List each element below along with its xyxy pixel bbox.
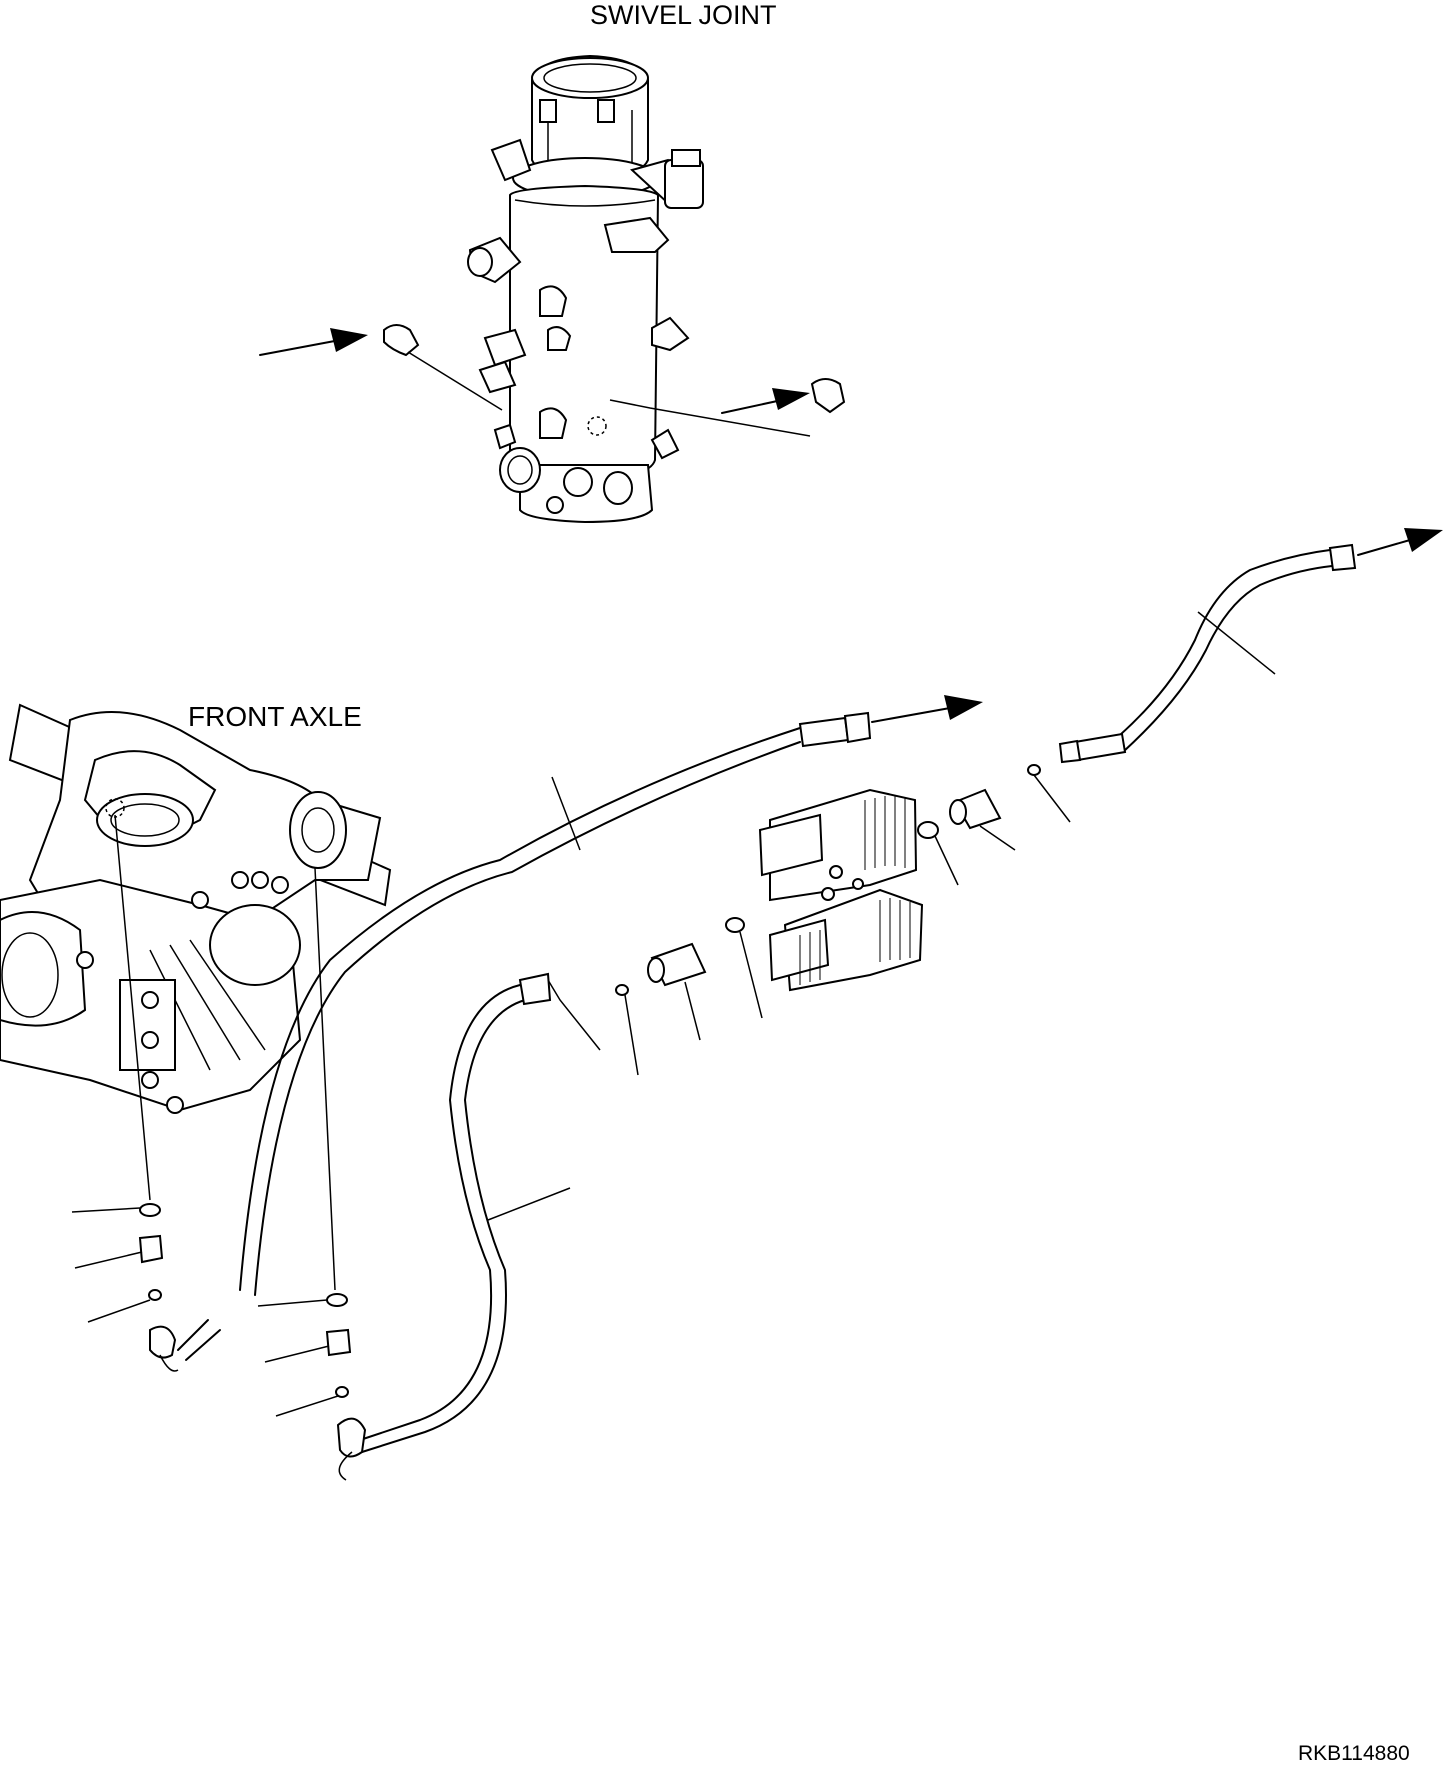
flow-arrow-swivel-in xyxy=(259,328,368,356)
flow-arrow-swivel-out xyxy=(721,388,810,414)
flow-arrow-hose-right xyxy=(1357,528,1443,556)
front-axle-label: FRONT AXLE xyxy=(188,701,362,732)
flow-arrow-hose-upper xyxy=(871,695,983,723)
front-axle-housing xyxy=(0,703,392,1291)
axle-fittings-right xyxy=(257,1293,352,1417)
swivel-joint-label: SWIVEL JOINT xyxy=(590,0,777,30)
hose-lower xyxy=(336,972,601,1481)
drawing-code-label: RKB114880 xyxy=(1298,1742,1410,1765)
hose-right-upper xyxy=(1058,543,1357,764)
hose-long-upper xyxy=(239,711,872,1296)
swivel-joint-assembly xyxy=(383,54,846,524)
axle-fittings-left xyxy=(71,1203,221,1372)
solenoid-valve-block xyxy=(758,788,924,992)
valve-fittings xyxy=(615,764,1071,1076)
